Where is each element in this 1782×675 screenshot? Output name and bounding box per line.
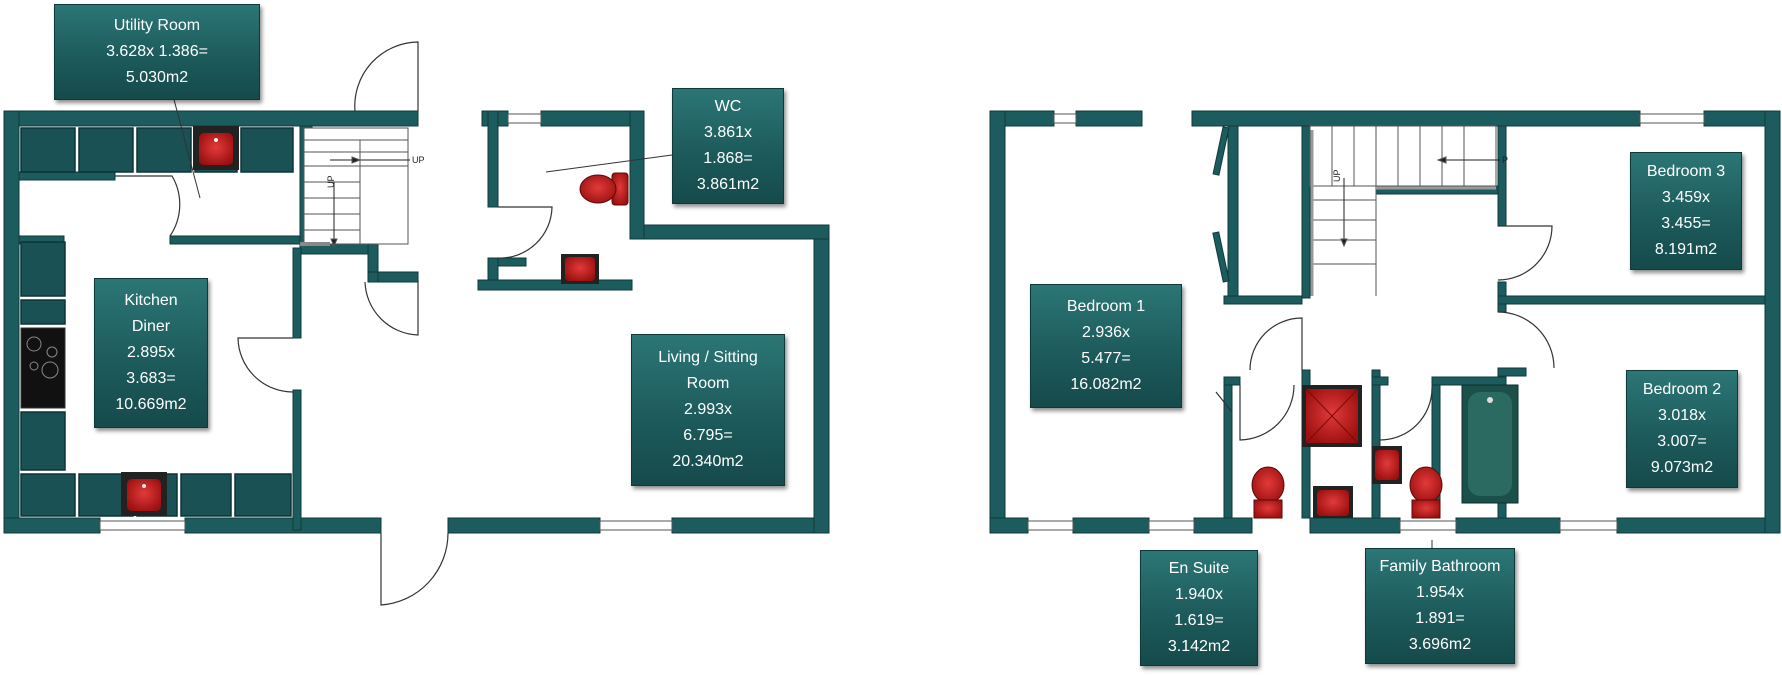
stair-up-mark: UP [1332,169,1342,182]
room-label-line: 5.477= [1081,350,1131,367]
room-label-line: Diner [131,318,171,335]
room-label-line: Kitchen [124,292,178,309]
room-label-line: 3.142m2 [1167,638,1231,655]
first-floor: UP P [989,110,1781,555]
kitchen-sink-icon [121,472,167,516]
room-label-living: Living / Sitting Room 2.993x 6.795= 20.3… [631,334,785,486]
room-label-line: 1.954x [1415,584,1465,601]
room-label-line: 3.683= [126,370,176,387]
ground-floor-windows [99,113,673,531]
stair-up-mark: UP [326,175,336,188]
room-label-line: 3.455= [1661,215,1711,232]
room-label-line: Bedroom 3 [1646,163,1726,180]
first-floor-windows [1027,113,1705,531]
room-label-line: 3.018x [1657,407,1707,424]
room-label-family-bathroom: Family Bathroom 1.954x 1.891= 3.696m2 [1365,548,1515,664]
room-label-line: Room [686,375,730,392]
room-label-line: Bedroom 2 [1642,381,1722,398]
utility-sink-icon [193,126,239,170]
room-label-bedroom-1: Bedroom 1 2.936x 5.477= 16.082m2 [1030,284,1182,408]
room-label-wc: WC 3.861x 1.868= 3.861m2 [672,88,784,204]
bathroom-basin-icon [1372,446,1402,484]
bath-icon [1461,384,1519,504]
room-label-line: 8.191m2 [1654,241,1718,258]
stair-up-mark: UP [412,155,425,165]
room-label-line: 1.891= [1415,610,1465,627]
room-label-line: 5.030m2 [125,69,189,86]
room-label-line: 10.669m2 [115,396,187,413]
room-label-line: 1.940x [1174,586,1224,603]
room-label-bedroom-2: Bedroom 2 3.018x 3.007= 9.073m2 [1626,370,1738,488]
room-label-kitchen: Kitchen Diner 2.895x 3.683= 10.669m2 [94,278,208,428]
room-label-line: 3.696m2 [1408,636,1472,653]
room-label-line: 2.936x [1081,324,1131,341]
room-label-line: 3.007= [1657,433,1707,450]
first-floor-stairs [1309,125,1500,296]
room-label-bedroom-3: Bedroom 3 3.459x 3.455= 8.191m2 [1630,152,1742,270]
room-label-line: 3.861x [703,124,753,141]
wc-basin-icon [561,254,599,284]
bathroom-toilet-icon [1409,466,1443,519]
room-label-line: 16.082m2 [1070,376,1142,393]
room-label-line: En Suite [1168,560,1230,577]
wc-toilet-icon [579,172,629,206]
room-label-utility: Utility Room 3.628x 1.386= 5.030m2 [54,4,260,100]
first-floor-doors [1215,225,1555,441]
room-label-line: 1.868= [703,150,753,167]
room-label-line: Bedroom 1 [1066,298,1146,315]
room-label-line: WC [714,98,742,115]
room-label-en-suite: En Suite 1.940x 1.619= 3.142m2 [1140,550,1258,666]
room-label-line: 3.861m2 [696,176,760,193]
room-label-line: 3.459x [1661,189,1711,206]
ensuite-toilet-icon [1251,466,1285,519]
room-label-line: 6.795= [683,427,733,444]
stair-up-mark: P [1502,155,1508,165]
room-label-line: 1.619= [1174,612,1224,629]
room-label-line: 9.073m2 [1650,459,1714,476]
shower-tray-icon [1302,385,1362,447]
room-label-line: Utility Room [113,17,201,34]
room-label-line: 20.340m2 [672,453,744,470]
first-floor-walls [989,110,1781,534]
room-label-line: 3.628x 1.386= [106,43,208,60]
ensuite-basin-icon [1313,486,1353,518]
room-label-line: Family Bathroom [1379,558,1501,575]
wc-label-leader [545,154,673,173]
hob-icon [20,327,66,409]
ground-floor-stairs [300,127,410,248]
utility-label-leader [171,91,201,199]
room-label-line: 2.993x [683,401,733,418]
room-label-line: Living / Sitting [658,349,758,366]
ground-floor-doors [115,41,553,606]
ground-floor: UP UP [3,41,830,606]
room-label-line: 2.895x [126,344,176,361]
